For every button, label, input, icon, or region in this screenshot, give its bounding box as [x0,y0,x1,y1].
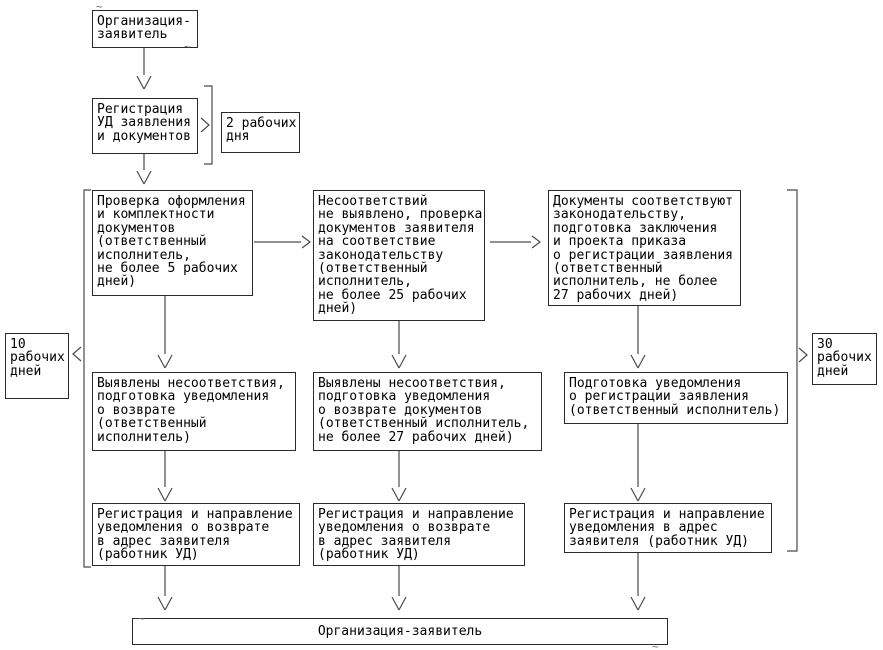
node-registration: Регистрация УД заявления и документов [92,98,198,154]
arrowhead-down-icon [391,596,407,611]
arrowhead-right-icon [301,235,311,249]
chevron-right-icon [200,117,210,133]
arrowhead-down-icon [136,75,152,90]
arrowhead-down-icon [136,170,152,185]
node-send-registration-notice: Регистрация и направление уведомления в … [564,503,772,553]
node-days-10: 10 рабочих дней [5,333,69,399]
arrowhead-down-icon [391,354,407,369]
node-no-discrepancies: Несоответствий не выявлено, проверка док… [313,190,485,321]
node-discrepancies-return-docs: Выявлены несоответствия, подготовка увед… [313,372,542,451]
node-docs-comply: Документы соответствуют законодательству… [548,190,741,306]
arrowhead-down-icon [630,354,646,369]
arrowhead-down-icon [630,487,646,502]
arrowhead-down-icon [630,596,646,611]
node-check-docs: Проверка оформления и комплектности доку… [92,190,253,296]
node-send-return-notice-2: Регистрация и направление уведомления о … [313,503,525,566]
arrowhead-down-icon [157,596,173,611]
arrowhead-down-icon [391,487,407,502]
node-discrepancies-return: Выявлены несоответствия, подготовка увед… [92,372,296,451]
arrowhead-right-icon [531,235,541,249]
node-send-return-notice-1: Регистрация и направление уведомления о … [92,503,300,566]
bracket-2-days [204,85,213,165]
node-days-2: 2 рабочих дня [221,112,300,153]
node-days-30: 30 рабочих дней [812,333,877,385]
bracket-30-days [787,189,798,552]
node-applicant-bottom: Организация-заявитель [132,618,668,645]
chevron-right-icon [798,347,808,363]
arrowhead-down-icon [157,354,173,369]
chevron-left-icon [72,346,82,362]
bracket-10-days [83,189,91,568]
node-prepare-registration-notice: Подготовка уведомления о регистрации зая… [564,372,788,424]
arrowhead-down-icon [157,487,173,502]
node-applicant-top: Организация- заявитель [92,10,198,48]
